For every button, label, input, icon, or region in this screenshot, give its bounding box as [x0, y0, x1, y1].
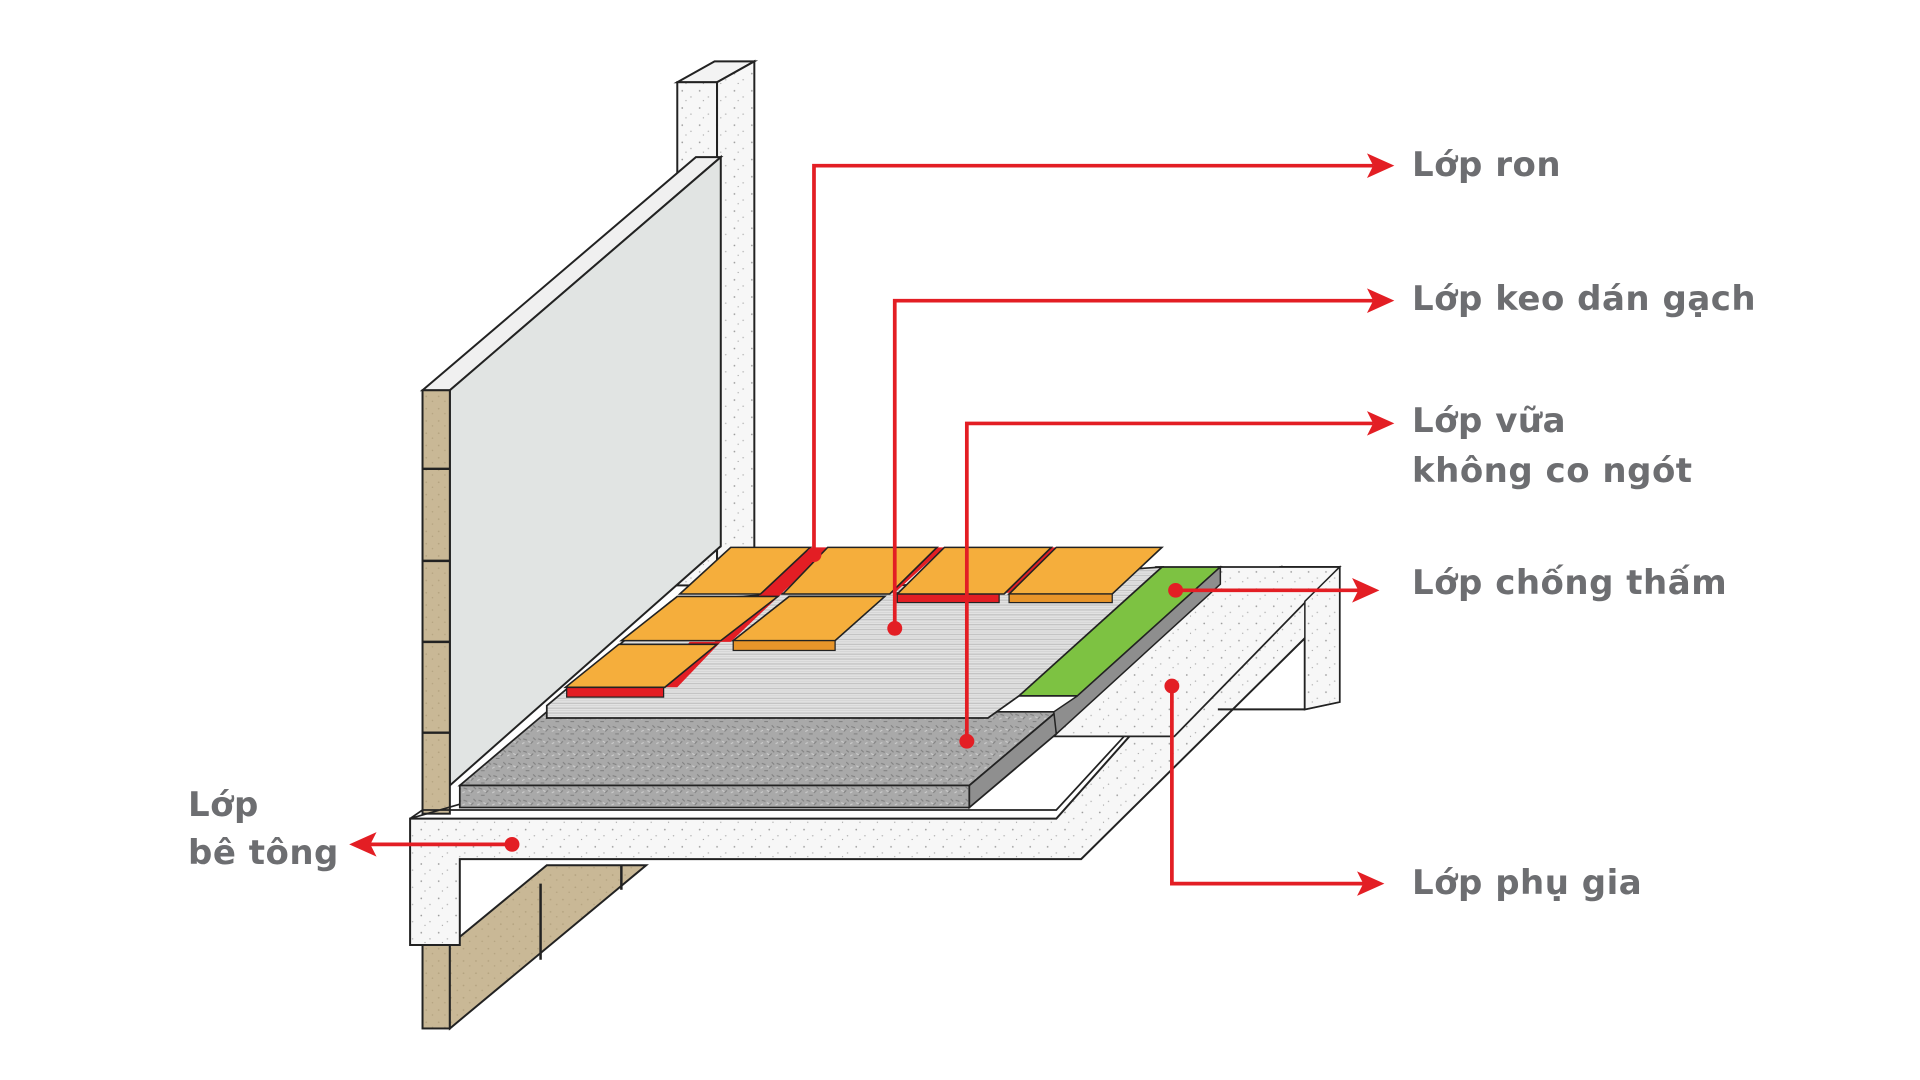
arrow-head-mortar	[1366, 411, 1395, 436]
arrow-head-waterproof	[1352, 578, 1380, 603]
callout-line-grout	[812, 163, 1374, 555]
label-mortar-layer-line2: không co ngót	[1412, 451, 1693, 491]
label-tile-adhesive-layer: Lớp keo dán gạch	[1412, 279, 1757, 319]
label-grout-layer: Lớp ron	[1412, 145, 1562, 185]
callout-dot-grout	[806, 547, 822, 563]
callout-dot-admixture	[1164, 678, 1180, 694]
arrow-head-concrete	[349, 832, 377, 857]
callout-dot-concrete	[504, 837, 520, 852]
arrow-head-grout	[1366, 153, 1395, 178]
label-mortar-layer-line1: Lớp vữa	[1412, 401, 1567, 441]
callout-markers	[349, 153, 1395, 896]
brick-wall-lower	[421, 864, 649, 1031]
mortar-layer	[457, 709, 1059, 810]
callout-line-adhesive	[892, 298, 1374, 629]
callout-line-admixture	[1170, 686, 1367, 886]
callout-line-mortar	[964, 421, 1374, 742]
arrow-head-adhesive	[1366, 288, 1395, 313]
callout-dot-adhesive	[887, 621, 903, 636]
label-concrete-layer-line2: bê tông	[188, 833, 339, 873]
label-concrete-layer-line1: Lớp	[188, 785, 259, 825]
callout-dot-waterproof	[1168, 582, 1184, 598]
callout-dot-mortar	[959, 733, 975, 749]
tiles	[563, 546, 1164, 698]
label-waterproof-layer: Lớp chống thấm	[1412, 563, 1728, 603]
label-admixture-layer: Lớp phụ gia	[1412, 863, 1643, 903]
arrow-head-admixture	[1357, 871, 1385, 896]
wall-panel	[419, 154, 724, 815]
callouts	[370, 163, 1374, 886]
